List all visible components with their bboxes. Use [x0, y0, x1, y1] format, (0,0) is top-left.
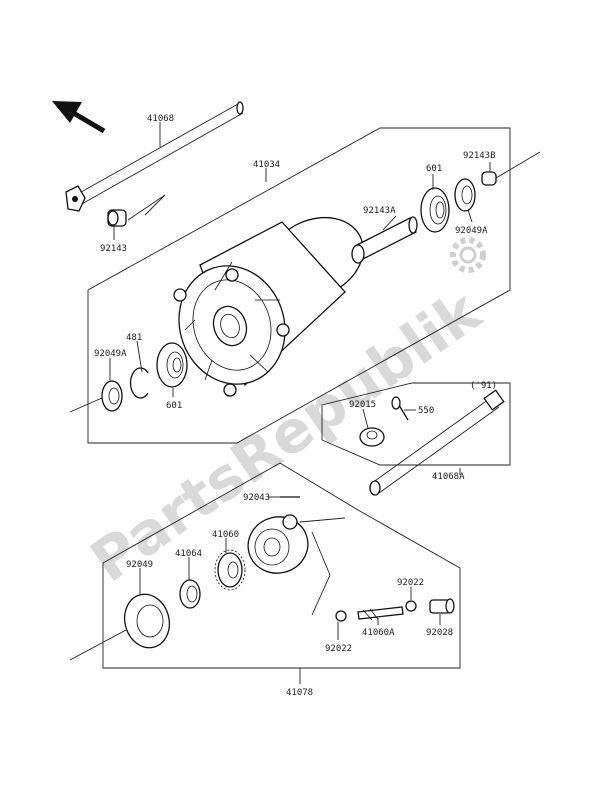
seal-92049a-right [454, 178, 476, 212]
gear-41064 [214, 549, 246, 591]
grease-seal-92049 [69, 593, 171, 661]
label-41068a: 41068A [432, 472, 465, 482]
label-41064: 41064 [175, 549, 202, 559]
label-41078: 41078 [286, 688, 313, 698]
label-92015: 92015 [349, 400, 376, 410]
spacer-92143a [351, 216, 418, 264]
label-601-right: 601 [426, 164, 442, 174]
label-41060a: 41060A [362, 628, 395, 638]
bearing-601-left [156, 342, 188, 388]
label-92143: 92143 [100, 244, 127, 254]
label-481: 481 [126, 333, 142, 343]
year-91-group-outline [321, 382, 511, 466]
label-41034: 41034 [253, 160, 280, 170]
label-41060: 41060 [212, 530, 239, 540]
circlip-481 [129, 367, 149, 399]
label-92028: 92028 [426, 628, 453, 638]
bearing-601-right [420, 187, 450, 233]
label-601-left: 601 [166, 401, 182, 411]
label-41068: 41068 [147, 114, 174, 124]
label-92049a-left: 92049A [94, 349, 127, 359]
label-550: 550 [418, 406, 434, 416]
label-92049: 92049 [126, 560, 153, 570]
nut-92015 [359, 427, 385, 447]
pinion-41060a [357, 606, 404, 621]
direction-arrow-icon [52, 101, 106, 134]
label-92049a-right: 92049A [455, 226, 488, 236]
leader-lines [109, 122, 491, 640]
hub-41034 [173, 216, 364, 397]
collar-92143b [481, 151, 541, 186]
label-year-91: ('91) [470, 381, 497, 391]
hub-group-outline [87, 127, 511, 444]
label-92143b: 92143B [463, 151, 496, 161]
label-92043: 92043 [243, 493, 270, 503]
gear-assembly-outline [102, 462, 461, 684]
label-92143a: 92143A [363, 206, 396, 216]
washer-92022-upper [405, 600, 417, 612]
ring-41064 [179, 579, 201, 609]
gear-housing-41060 [247, 514, 346, 616]
gear-watermark-icon [450, 237, 486, 273]
axle-41068a [369, 389, 505, 496]
collar-92143 [107, 194, 166, 227]
bushing-92028 [429, 598, 455, 614]
seal-92049a-left [69, 380, 123, 413]
label-92022-upper: 92022 [397, 578, 424, 588]
washer-92022-lower [335, 610, 347, 622]
label-92022-lower: 92022 [325, 644, 352, 654]
axle-41068 [65, 101, 244, 212]
cotter-pin-550 [391, 396, 409, 421]
part-labels: 41068 41034 92143 92143A 601 92049A 9214… [94, 114, 497, 698]
